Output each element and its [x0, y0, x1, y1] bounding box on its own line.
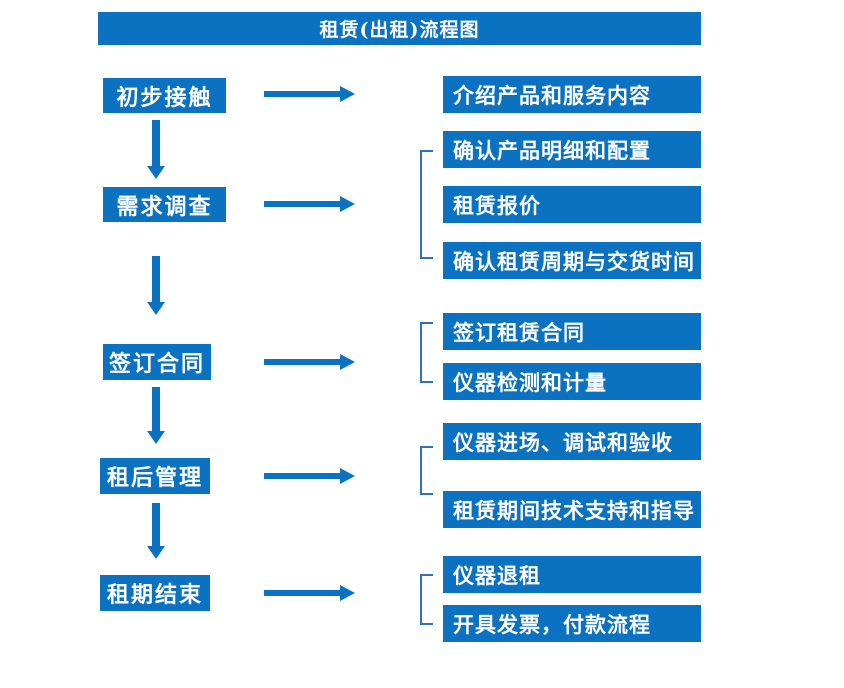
arrow-right-icon [264, 354, 355, 370]
step-box-sign-contract: 签订合同 [103, 344, 211, 380]
detail-box-confirm-product-details-config: 确认产品明细和配置 [443, 131, 701, 168]
step-box-demand-survey: 需求调查 [103, 187, 226, 222]
step-box-initial-contact: 初步接触 [103, 78, 226, 113]
arrow-down-icon [147, 387, 165, 444]
arrow-right-icon [264, 196, 355, 212]
bracket-connector [420, 574, 433, 625]
detail-box-rental-quotation: 租赁报价 [443, 186, 701, 223]
detail-box-introduce-products-services: 介绍产品和服务内容 [443, 76, 701, 113]
bracket-connector [420, 446, 433, 495]
arrow-right-icon [264, 468, 355, 484]
detail-box-technical-support-guidance: 租赁期间技术支持和指导 [443, 491, 701, 528]
arrow-right-icon [264, 86, 355, 102]
detail-box-instrument-inspection-metering: 仪器检测和计量 [443, 363, 701, 400]
detail-box-invoice-payment-process: 开具发票，付款流程 [443, 605, 701, 642]
arrow-right-icon [264, 585, 355, 601]
arrow-down-icon [147, 256, 165, 315]
detail-box-sign-rental-contract: 签订租赁合同 [443, 313, 701, 350]
detail-box-confirm-rental-period-delivery: 确认租赁周期与交货时间 [443, 242, 701, 279]
flowchart-title: 租赁(出租)流程图 [98, 12, 701, 45]
bracket-connector [420, 322, 433, 383]
step-box-rental-end: 租期结束 [100, 575, 210, 611]
arrow-down-icon [147, 503, 165, 559]
step-box-post-rental-management: 租后管理 [100, 458, 210, 494]
arrow-down-icon [147, 120, 165, 179]
detail-box-instrument-entry-debug-acceptance: 仪器进场、调试和验收 [443, 423, 701, 460]
bracket-connector [420, 150, 433, 259]
detail-box-instrument-return: 仪器退租 [443, 556, 701, 593]
